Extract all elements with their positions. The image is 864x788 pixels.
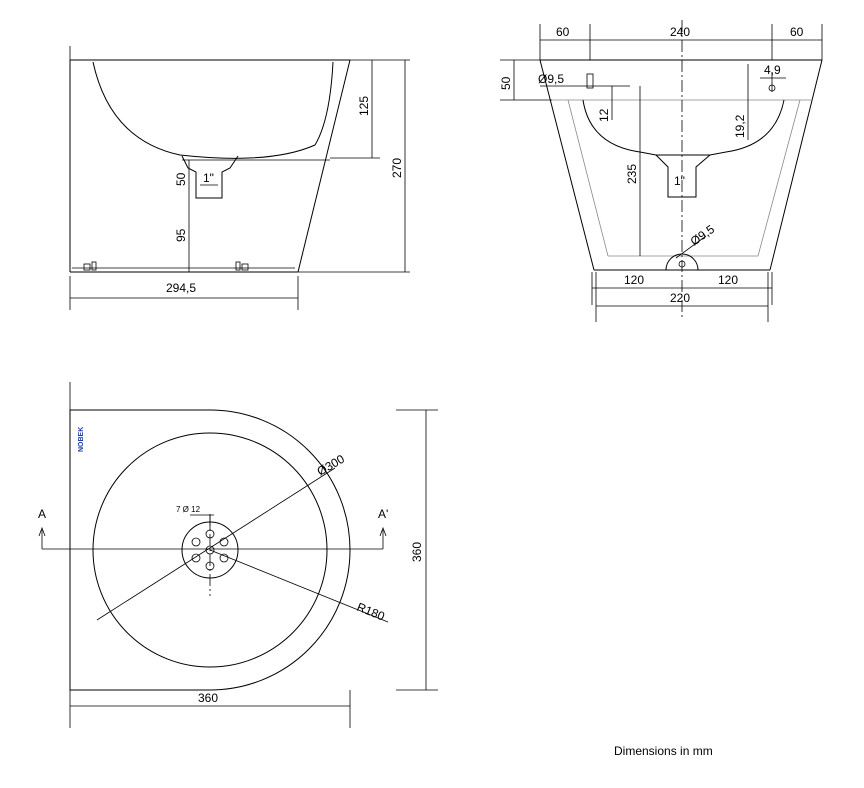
side-thread-label: 1" (203, 171, 214, 185)
side-base-label: 95 (174, 228, 188, 242)
side-bowl-depth-label: 125 (357, 96, 371, 116)
side-drain-label: 50 (174, 172, 188, 186)
section-hole-label: Ø9,5 (688, 222, 718, 249)
section-marker-a: A (38, 507, 46, 521)
side-height-label: 270 (390, 158, 404, 178)
section-top-left-label: 60 (556, 25, 570, 39)
section-bottom-left-label: 120 (624, 273, 644, 287)
section-thread-label: 1" (674, 174, 685, 188)
plan-diameter-label: Ø300 (315, 452, 348, 479)
plan-radius-label: R180 (355, 600, 387, 624)
side-view: 294,5 270 125 50 95 1" (69, 46, 410, 310)
section-rim-label: 50 (499, 76, 513, 90)
section-top-right-label: 60 (790, 25, 804, 39)
section-offset12-label: 12 (597, 108, 611, 122)
plan-holes-label: 7 Ø 12 (176, 505, 201, 514)
section-bottom-width-label: 220 (670, 291, 690, 305)
section-tap-label: 4,9 (764, 63, 781, 77)
units-note: Dimensions in mm (614, 744, 713, 758)
section-view: 60 240 60 50 Ø9,5 4,9 12 19,2 235 1" Ø9,… (499, 20, 823, 322)
brand-logo: NOBEK (78, 427, 85, 452)
section-marker-a-prime: A' (378, 507, 388, 521)
section-bottom-right-label: 120 (718, 273, 738, 287)
plan-depth-label: 360 (410, 542, 424, 562)
section-top-center-label: 240 (670, 25, 690, 39)
plan-view: NOBEK Ø300 R180 7 Ø 12 360 360 A A' (38, 382, 438, 728)
section-overflow-label: Ø9,5 (538, 72, 564, 86)
section-depth-label: 235 (625, 164, 639, 184)
side-width-label: 294,5 (166, 281, 196, 295)
section-offset19-label: 19,2 (733, 114, 747, 138)
plan-width-label: 360 (198, 691, 218, 705)
